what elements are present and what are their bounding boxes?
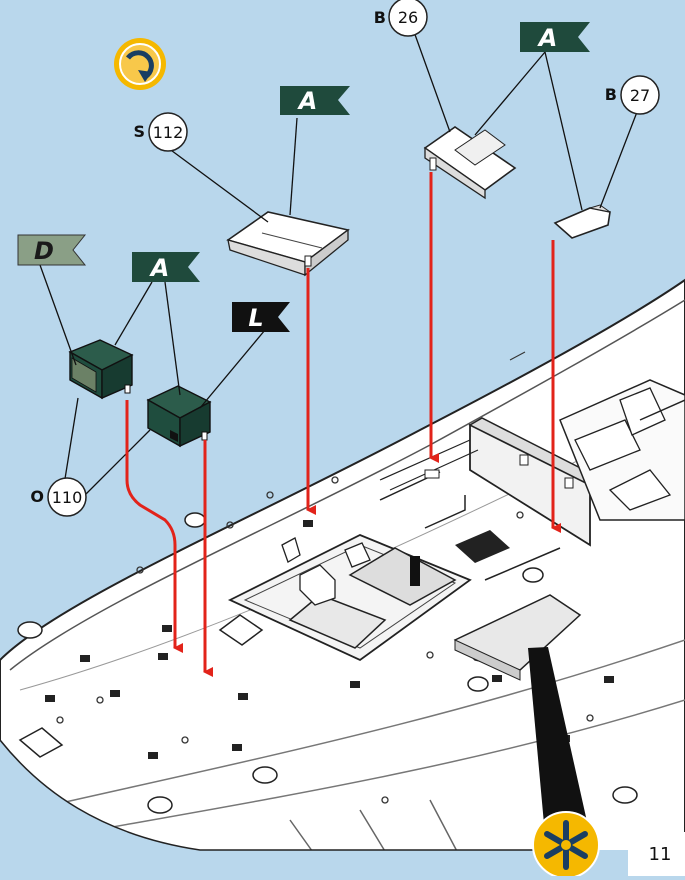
svg-text:112: 112 <box>153 123 184 142</box>
svg-text:A: A <box>537 24 558 52</box>
rotate-view-icon <box>114 38 166 90</box>
part-o110-front <box>68 339 134 400</box>
page-number-tab: 11 <box>628 832 685 876</box>
svg-text:L: L <box>248 304 263 332</box>
svg-text:O: O <box>30 487 44 506</box>
callout-b27: B 27 <box>605 75 660 115</box>
part-b26 <box>423 126 517 200</box>
flag-d-left: D <box>17 234 87 266</box>
callout-b26: B 26 <box>374 0 428 37</box>
callout-o110: O 110 <box>30 477 87 517</box>
svg-text:D: D <box>34 237 54 265</box>
leader-lines <box>39 28 638 496</box>
svg-text:27: 27 <box>630 86 650 105</box>
svg-text:S: S <box>133 122 145 141</box>
flag-l-left: L <box>232 302 290 332</box>
flag-a-top-right: A <box>520 22 590 52</box>
svg-text:A: A <box>149 254 170 282</box>
callout-s112: S 112 <box>133 112 188 152</box>
svg-text:B: B <box>605 85 617 104</box>
flag-a-left: A <box>132 252 200 282</box>
part-o110-rear <box>146 385 212 448</box>
svg-text:B: B <box>374 8 386 27</box>
red-arrows <box>125 172 561 677</box>
svg-text:A: A <box>297 87 318 115</box>
svg-text:110: 110 <box>52 488 83 507</box>
part-s112 <box>226 211 350 277</box>
part-b27 <box>553 204 611 239</box>
page-number: 11 <box>649 844 672 865</box>
detail-pointer <box>528 647 590 835</box>
flag-a-top-center: A <box>280 86 350 115</box>
svg-text:26: 26 <box>398 8 418 27</box>
asterisk-icon <box>532 811 600 879</box>
